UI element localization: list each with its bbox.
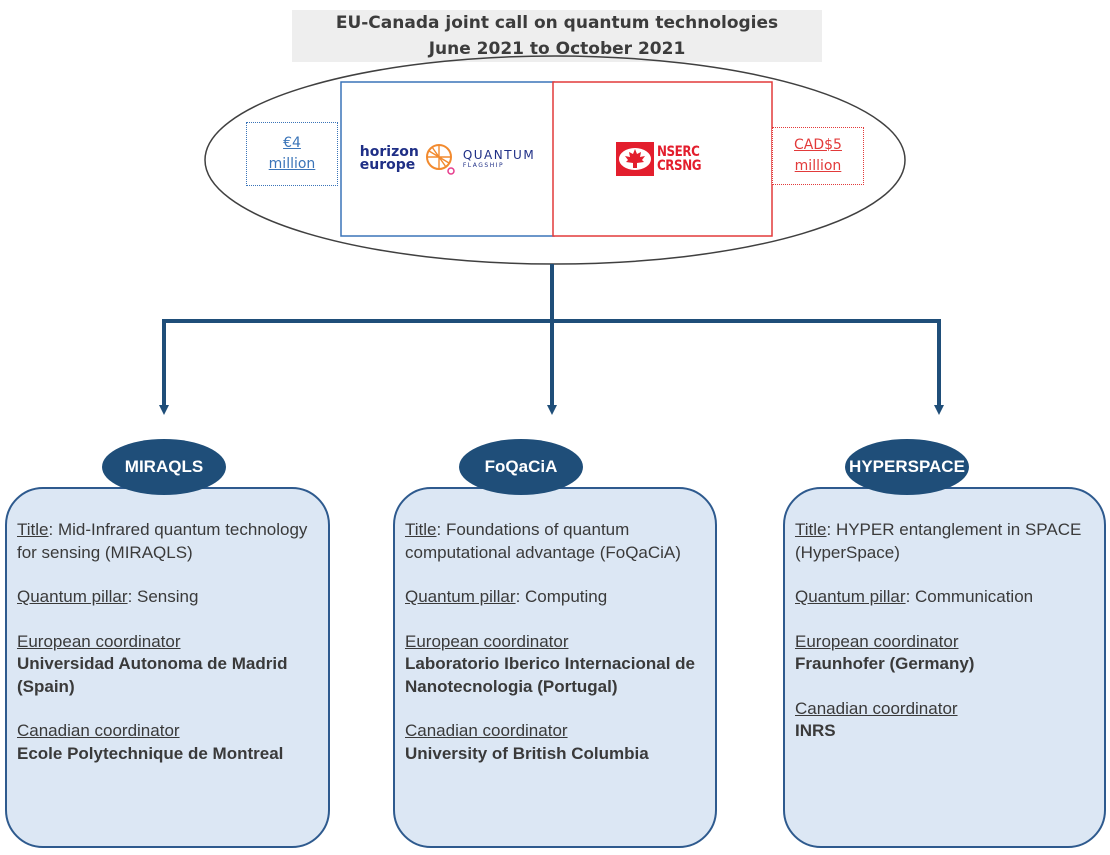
project-title: Title: HYPER entanglement in SPACE (Hype…: [795, 519, 1094, 564]
horizon-europe-quantum-flagship-logo: horizon europe QUANTUM FLAGSHIP: [341, 82, 554, 236]
eu-coordinator: Universidad Autonoma de Madrid (Spain): [17, 654, 288, 696]
pillar-label: Quantum pillar: [795, 587, 906, 606]
eu-funding-amount: €4 million: [246, 122, 338, 186]
pillar-label: Quantum pillar: [17, 587, 128, 606]
eu-coordinator-label: European coordinator: [795, 631, 959, 651]
pillar-text: : Computing: [515, 587, 608, 606]
nserc-logo-frame: [552, 81, 773, 237]
quantum-flagship-emblem-icon: [425, 144, 455, 175]
flagship-logo-text: FLAGSHIP: [462, 162, 505, 169]
eu-coordinator-label: European coordinator: [405, 631, 569, 651]
eu-amount-value: €4: [283, 135, 301, 151]
title-text: : Mid-Infrared quantum technology for se…: [17, 520, 308, 562]
diagram-title: EU-Canada joint call on quantum technolo…: [335, 13, 779, 33]
title-text: : HYPER entanglement in SPACE (HyperSpac…: [795, 520, 1082, 562]
pillar-text: : Communication: [905, 587, 1034, 606]
canadian-coordinator: University of British Columbia: [405, 743, 649, 763]
canada-amount-value: CAD$5: [794, 137, 842, 153]
project-card-miraqls: Title: Mid-Infrared quantum technology f…: [5, 487, 330, 848]
eu-coordinator-label: European coordinator: [17, 631, 181, 651]
eu-coordinator: Fraunhofer (Germany): [795, 654, 975, 673]
project-pillar: Quantum pillar: Communication: [795, 586, 1094, 609]
project-card-hyperspace: Title: HYPER entanglement in SPACE (Hype…: [783, 487, 1106, 848]
crsng-logo-text: CRSNG: [657, 158, 702, 174]
canadian-coordinator-label: Canadian coordinator: [795, 698, 958, 718]
pillar-text: : Sensing: [127, 587, 199, 606]
quantum-logo-text: QUANTUM: [462, 148, 536, 162]
canadian-coordinator: INRS: [795, 721, 836, 740]
project-pillar: Quantum pillar: Computing: [405, 586, 705, 609]
eu-coordinator: Laboratorio Iberico Internacional de Nan…: [405, 654, 695, 696]
project-name-pill-miraqls: MIRAQLS: [102, 439, 226, 495]
project-title: Title: Mid-Infrared quantum technology f…: [17, 519, 318, 564]
eu-amount-unit: million: [268, 156, 316, 172]
horizon-logo-text: horizon: [359, 144, 419, 160]
project-name-pill-hyperspace: HYPERSPACE: [845, 439, 969, 495]
diagram-subtitle: June 2021 to October 2021: [428, 39, 686, 59]
nserc-crsng-logo: NSERC CRSNG: [553, 82, 772, 236]
pillar-label: Quantum pillar: [405, 587, 516, 606]
title-banner: [292, 10, 822, 62]
title-label: Title: [795, 520, 827, 539]
project-card-foqacia: Title: Foundations of quantum computatio…: [393, 487, 717, 848]
project-title: Title: Foundations of quantum computatio…: [405, 519, 705, 564]
europe-logo-text: europe: [359, 157, 416, 173]
title-text: : Foundations of quantum computational a…: [405, 520, 681, 562]
title-label: Title: [17, 520, 49, 539]
canada-funding-amount: CAD$5 million: [772, 127, 864, 185]
canadian-coordinator-label: Canadian coordinator: [405, 721, 568, 740]
project-pillar: Quantum pillar: Sensing: [17, 586, 318, 609]
canadian-coordinator-label: Canadian coordinator: [17, 721, 180, 740]
nserc-logo-text: NSERC: [657, 144, 700, 160]
canadian-coordinator: Ecole Polytechnique de Montreal: [17, 743, 284, 763]
funding-ellipse: [204, 55, 906, 265]
maple-leaf-icon: [616, 142, 655, 176]
canada-amount-unit: million: [794, 158, 842, 174]
project-name-pill-foqacia: FoQaCiA: [459, 439, 583, 495]
title-label: Title: [405, 520, 437, 539]
